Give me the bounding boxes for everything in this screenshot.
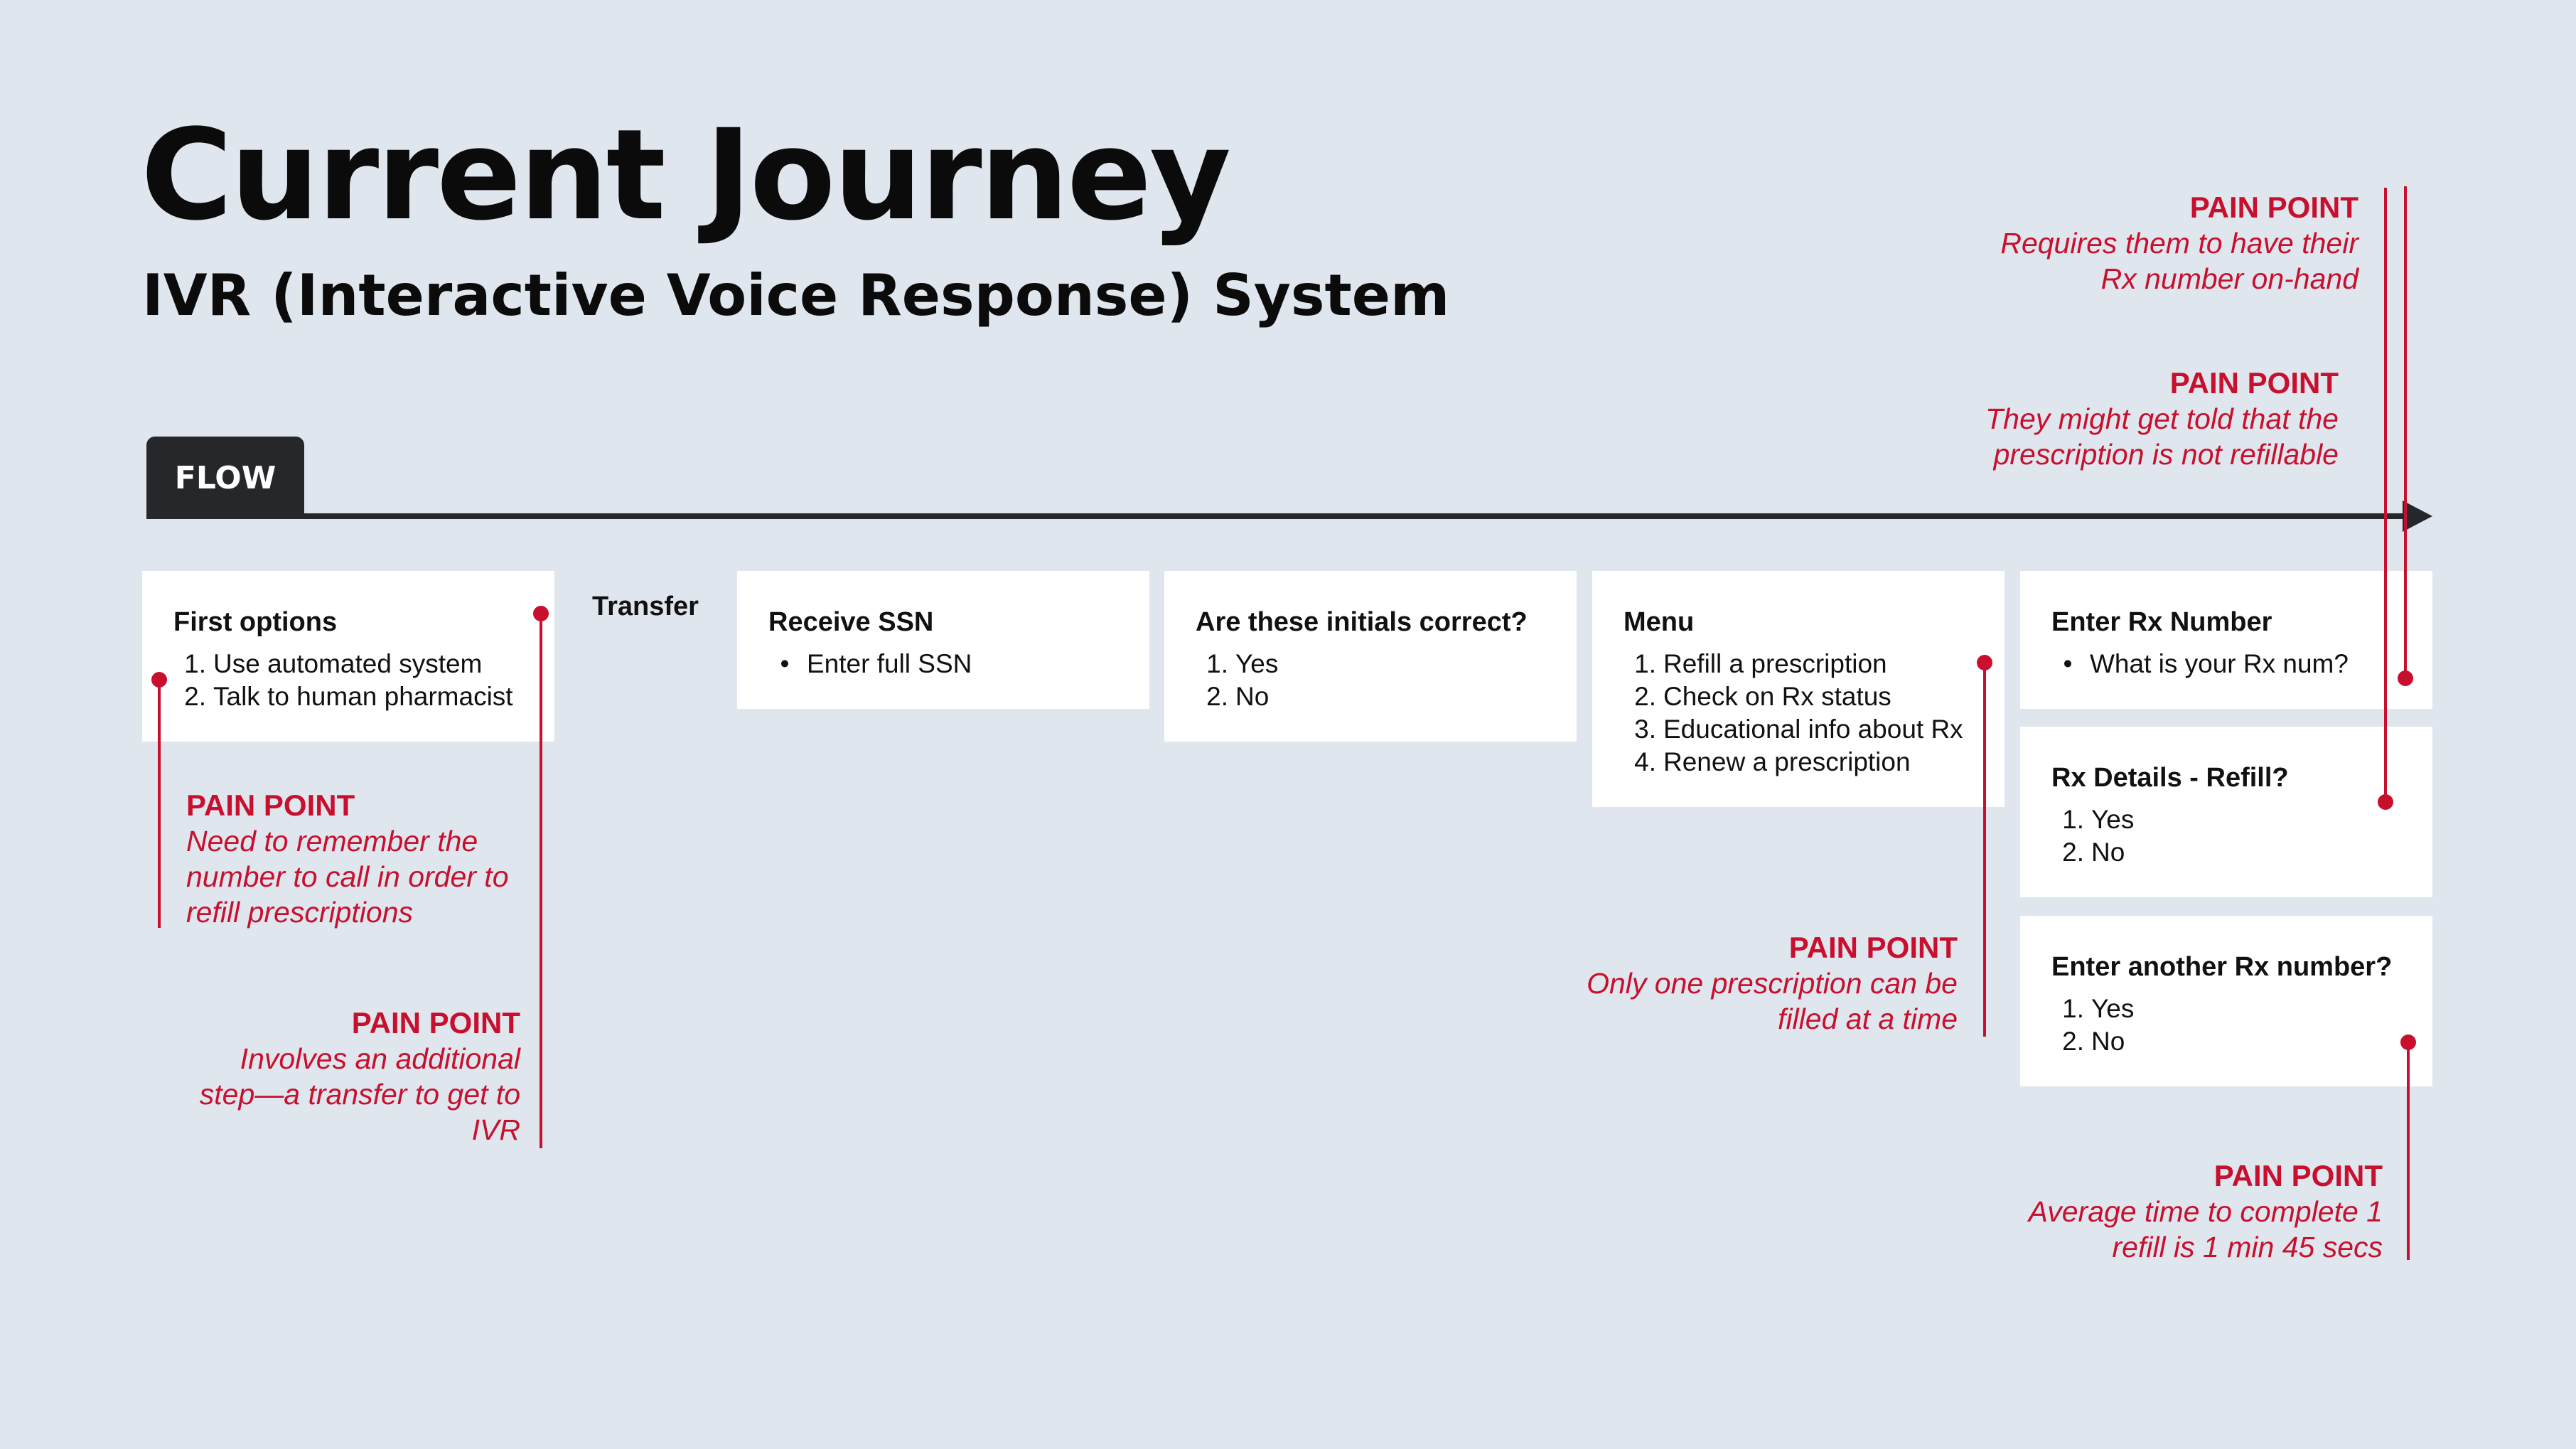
pain-point-text: refill prescriptions: [186, 896, 413, 929]
list-item: 1.Yes: [1206, 649, 1279, 678]
card-title: Enter Rx Number: [2051, 607, 2272, 637]
pain-marker-dot: [151, 672, 167, 688]
pain-point-text: number to call in order to: [186, 860, 509, 893]
pain-point-average-time: PAIN POINT Average time to complete 1 re…: [2029, 1158, 2383, 1265]
list-item: 2.Check on Rx status: [1634, 682, 1891, 711]
list-item: 2.Talk to human pharmacist: [184, 682, 513, 711]
card-options-list: 1.Use automated system 2.Talk to human p…: [173, 648, 526, 713]
list-item: 2.No: [1206, 682, 1270, 711]
card-rx-details: Rx Details - Refill? 1.Yes 2.No: [2020, 727, 2432, 897]
pain-point-not-refillable: PAIN POINT They might get told that the …: [1985, 365, 2339, 472]
pain-point-text: IVR: [471, 1113, 520, 1146]
flow-line: [146, 513, 2407, 519]
list-item: 1.Refill a prescription: [1634, 649, 1887, 678]
card-another-rx-number: Enter another Rx number? 1.Yes 2.No: [2020, 916, 2432, 1086]
pain-point-text: filled at a time: [1778, 1002, 1958, 1035]
card-options-list: •What is your Rx num?: [2051, 648, 2404, 680]
pain-point-text: Involves an additional: [240, 1042, 520, 1075]
pain-marker-dot: [2398, 670, 2413, 686]
page-subtitle: IVR (Interactive Voice Response) System: [142, 262, 1450, 328]
pain-point-label: PAIN POINT: [2213, 1159, 2383, 1192]
card-title: Menu: [1624, 607, 1695, 637]
pain-marker-dot: [1977, 655, 1992, 670]
page-title: Current Journey: [141, 102, 1231, 248]
pain-point-text: step—a transfer to get to: [199, 1078, 520, 1111]
card-options-list: 1.Refill a prescription 2.Check on Rx st…: [1624, 648, 1976, 779]
pain-point-text: Rx number on-hand: [2100, 262, 2358, 295]
card-options-list: 1.Yes 2.No: [1196, 648, 1548, 713]
pain-point-one-prescription: PAIN POINT Only one prescription can be …: [1587, 930, 1958, 1037]
pain-connector-line: [1983, 662, 1986, 1037]
pain-point-label: PAIN POINT: [1788, 931, 1958, 964]
pain-point-text: Need to remember the: [186, 825, 478, 857]
pain-point-label: PAIN POINT: [186, 788, 355, 822]
list-item: 1.Yes: [2062, 994, 2135, 1023]
pain-connector-line: [2404, 186, 2407, 678]
card-title: First options: [173, 607, 338, 637]
list-item: 2.No: [2062, 838, 2125, 867]
pain-marker-dot: [533, 606, 549, 621]
pain-point-text: prescription is not refillable: [1993, 438, 2339, 471]
flow-arrow-icon: [2403, 501, 2432, 532]
pain-point-label: PAIN POINT: [351, 1006, 520, 1039]
pain-point-text: They might get told that the: [1985, 402, 2339, 435]
list-item: •What is your Rx num?: [2063, 649, 2349, 678]
list-item: •Enter full SSN: [780, 649, 972, 678]
list-item: 3.Educational info about Rx: [1634, 715, 1963, 744]
pain-point-rx-on-hand: PAIN POINT Requires them to have their R…: [2000, 190, 2358, 296]
pain-connector-line: [540, 613, 542, 1148]
card-options-list: •Enter full SSN: [768, 648, 1121, 680]
pain-point-label: PAIN POINT: [2169, 366, 2339, 400]
pain-point-text: Requires them to have their: [2000, 227, 2358, 260]
pain-connector-line: [158, 679, 161, 928]
card-title: Enter another Rx number?: [2051, 952, 2393, 982]
list-item: 4.Renew a prescription: [1634, 747, 1911, 776]
pain-connector-line: [2407, 1042, 2410, 1260]
pain-marker-dot: [2378, 794, 2393, 810]
card-options-list: 1.Yes 2.No: [2051, 803, 2404, 869]
card-title: Are these initials correct?: [1196, 607, 1528, 637]
pain-point-remember-number: PAIN POINT Need to remember the number t…: [186, 788, 509, 930]
pain-point-transfer-step: PAIN POINT Involves an additional step—a…: [200, 1005, 520, 1148]
pain-connector-line: [2384, 188, 2387, 802]
pain-point-text: Only one prescription can be: [1587, 967, 1958, 1000]
pain-point-text: Average time to complete 1: [2028, 1195, 2383, 1228]
pain-point-label: PAIN POINT: [2189, 191, 2358, 224]
card-title: Rx Details - Refill?: [2051, 763, 2289, 793]
transfer-label: Transfer: [592, 592, 699, 621]
flow-tab: FLOW: [146, 437, 304, 519]
list-item: 1.Yes: [2062, 805, 2135, 834]
card-first-options: First options 1.Use automated system 2.T…: [142, 571, 554, 742]
card-title: Receive SSN: [768, 607, 934, 637]
pain-marker-dot: [2400, 1034, 2416, 1050]
list-item: 2.No: [2062, 1027, 2125, 1056]
card-initials-correct: Are these initials correct? 1.Yes 2.No: [1164, 571, 1577, 742]
card-receive-ssn: Receive SSN •Enter full SSN: [737, 571, 1149, 709]
card-menu: Menu 1.Refill a prescription 2.Check on …: [1592, 571, 2005, 807]
card-enter-rx-number: Enter Rx Number •What is your Rx num?: [2020, 571, 2432, 709]
list-item: 1.Use automated system: [184, 649, 483, 678]
card-options-list: 1.Yes 2.No: [2051, 993, 2404, 1058]
pain-point-text: refill is 1 min 45 secs: [2112, 1231, 2383, 1263]
